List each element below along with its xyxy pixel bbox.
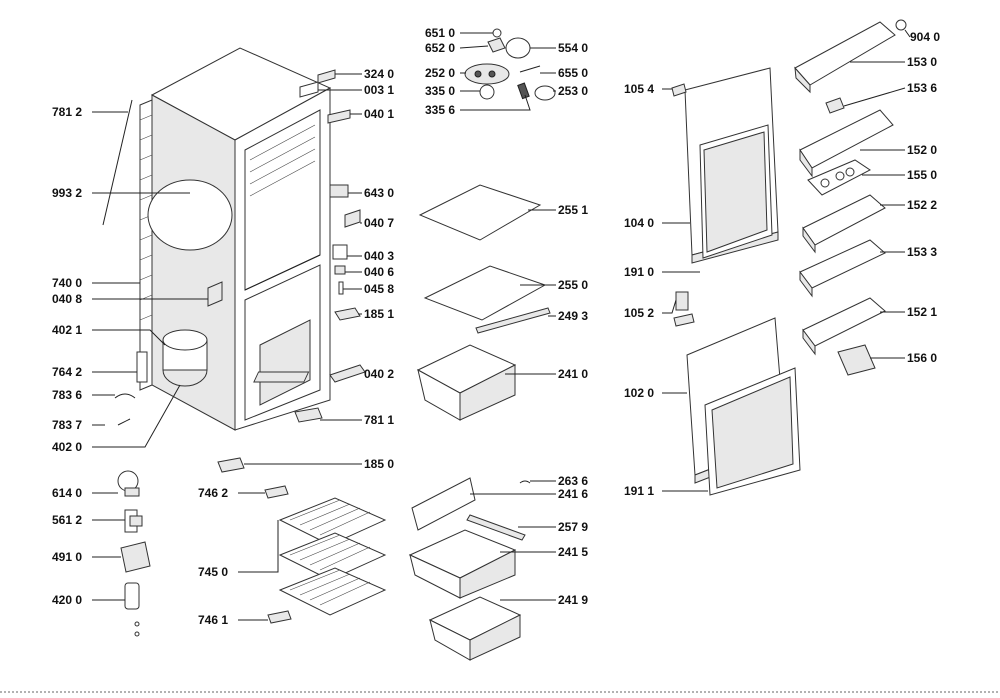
label-783-7: 783 7	[52, 418, 82, 432]
label-040-7: 040 7	[364, 216, 394, 230]
label-249-3: 249 3	[558, 309, 588, 323]
label-993-2: 993 2	[52, 186, 82, 200]
label-324-0: 324 0	[364, 67, 394, 81]
freezer-drawer	[253, 344, 517, 421]
label-185-0: 185 0	[364, 457, 394, 471]
label-191-0: 191 0	[624, 265, 654, 279]
label-643-0: 643 0	[364, 186, 394, 200]
label-152-1: 152 1	[907, 305, 937, 319]
label-040-1: 040 1	[364, 107, 394, 121]
label-740-0: 740 0	[52, 276, 82, 290]
label-904-0: 904 0	[910, 30, 940, 44]
electrical-components	[114, 393, 151, 637]
label-155-0: 155 0	[907, 168, 937, 182]
label-104-0: 104 0	[624, 216, 654, 230]
label-152-2: 152 2	[907, 198, 937, 212]
label-040-8: 040 8	[52, 292, 82, 306]
label-156-0: 156 0	[907, 351, 937, 365]
control-parts	[464, 28, 556, 101]
label-402-0: 402 0	[52, 440, 82, 454]
label-257-9: 257 9	[558, 520, 588, 534]
label-241-6: 241 6	[558, 487, 588, 501]
label-153-3: 153 3	[907, 245, 937, 259]
label-651-0: 651 0	[425, 26, 455, 40]
label-241-5: 241 5	[558, 545, 588, 559]
small-brackets	[217, 184, 366, 473]
label-153-6: 153 6	[907, 81, 937, 95]
label-153-0: 153 0	[907, 55, 937, 69]
door-bins	[794, 19, 907, 376]
label-253-0: 253 0	[558, 84, 588, 98]
label-045-8: 045 8	[364, 282, 394, 296]
label-255-0: 255 0	[558, 278, 588, 292]
label-102-0: 102 0	[624, 386, 654, 400]
glass-shelves	[418, 184, 551, 334]
crisper-drawers	[408, 477, 531, 661]
label-263-6: 263 6	[558, 474, 588, 488]
part-labels: 651 0 652 0 554 0 252 0 655 0 335 0 253 …	[52, 26, 940, 627]
label-185-1: 185 1	[364, 307, 394, 321]
label-335-0: 335 0	[425, 84, 455, 98]
label-652-0: 652 0	[425, 41, 455, 55]
label-655-0: 655 0	[558, 66, 588, 80]
label-554-0: 554 0	[558, 41, 588, 55]
label-105-4: 105 4	[624, 82, 654, 96]
label-335-6: 335 6	[425, 103, 455, 117]
lower-door	[686, 317, 801, 496]
label-105-2: 105 2	[624, 306, 654, 320]
label-241-0: 241 0	[558, 367, 588, 381]
label-561-2: 561 2	[52, 513, 82, 527]
wire-shelves	[264, 485, 387, 624]
label-191-1: 191 1	[624, 484, 654, 498]
cabinet-body	[102, 47, 351, 431]
label-040-6: 040 6	[364, 265, 394, 279]
leader-lines	[0, 29, 1000, 693]
compressor	[162, 329, 208, 387]
upper-door	[671, 67, 779, 327]
label-252-0: 252 0	[425, 66, 455, 80]
label-003-1: 003 1	[364, 83, 394, 97]
label-241-9: 241 9	[558, 593, 588, 607]
label-491-0: 491 0	[52, 550, 82, 564]
label-746-1: 746 1	[198, 613, 228, 627]
label-152-0: 152 0	[907, 143, 937, 157]
label-040-3: 040 3	[364, 249, 394, 263]
label-255-1: 255 1	[558, 203, 588, 217]
label-781-1: 781 1	[364, 413, 394, 427]
label-614-0: 614 0	[52, 486, 82, 500]
label-040-2: 040 2	[364, 367, 394, 381]
label-745-0: 745 0	[198, 565, 228, 579]
condenser-coil	[139, 99, 153, 391]
label-783-6: 783 6	[52, 388, 82, 402]
label-781-2: 781 2	[52, 105, 82, 119]
label-402-1: 402 1	[52, 323, 82, 337]
label-420-0: 420 0	[52, 593, 82, 607]
label-746-2: 746 2	[198, 486, 228, 500]
label-764-2: 764 2	[52, 365, 82, 379]
